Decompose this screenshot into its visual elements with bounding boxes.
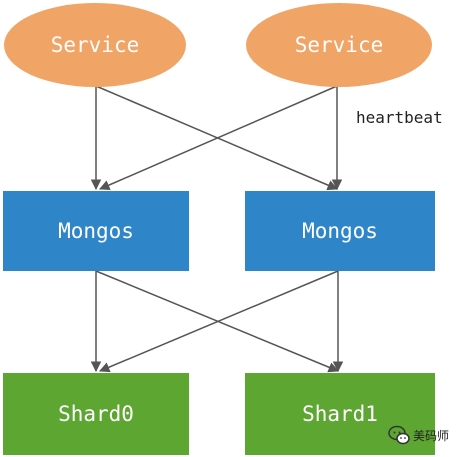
- watermark-text: 美码师: [413, 428, 450, 443]
- edge-service-right-to-mongos-left: [99, 85, 338, 191]
- watermark: 美码师: [388, 424, 449, 446]
- edge-service-left-to-mongos-right: [95, 85, 338, 191]
- mongos-node-right: Mongos: [245, 191, 435, 271]
- service-right-label: Service: [294, 33, 384, 57]
- shard-node-left: Shard0: [3, 373, 189, 455]
- chat-bubbles-icon: [388, 425, 410, 445]
- shard-node-right: Shard1: [245, 373, 435, 455]
- shard-right-label: Shard1: [302, 402, 378, 426]
- heartbeat-label: heartbeat: [356, 108, 443, 127]
- edge-mongos-right-to-shard-left: [99, 270, 339, 373]
- mongos-right-label: Mongos: [302, 219, 378, 243]
- shard-left-label: Shard0: [58, 402, 134, 426]
- mongos-node-left: Mongos: [3, 191, 189, 271]
- service-left-label: Service: [50, 33, 140, 57]
- mongos-left-label: Mongos: [58, 219, 134, 243]
- service-node-right: Service: [246, 3, 432, 87]
- service-node-left: Service: [4, 3, 186, 87]
- edge-mongos-left-to-shard-right: [95, 270, 339, 373]
